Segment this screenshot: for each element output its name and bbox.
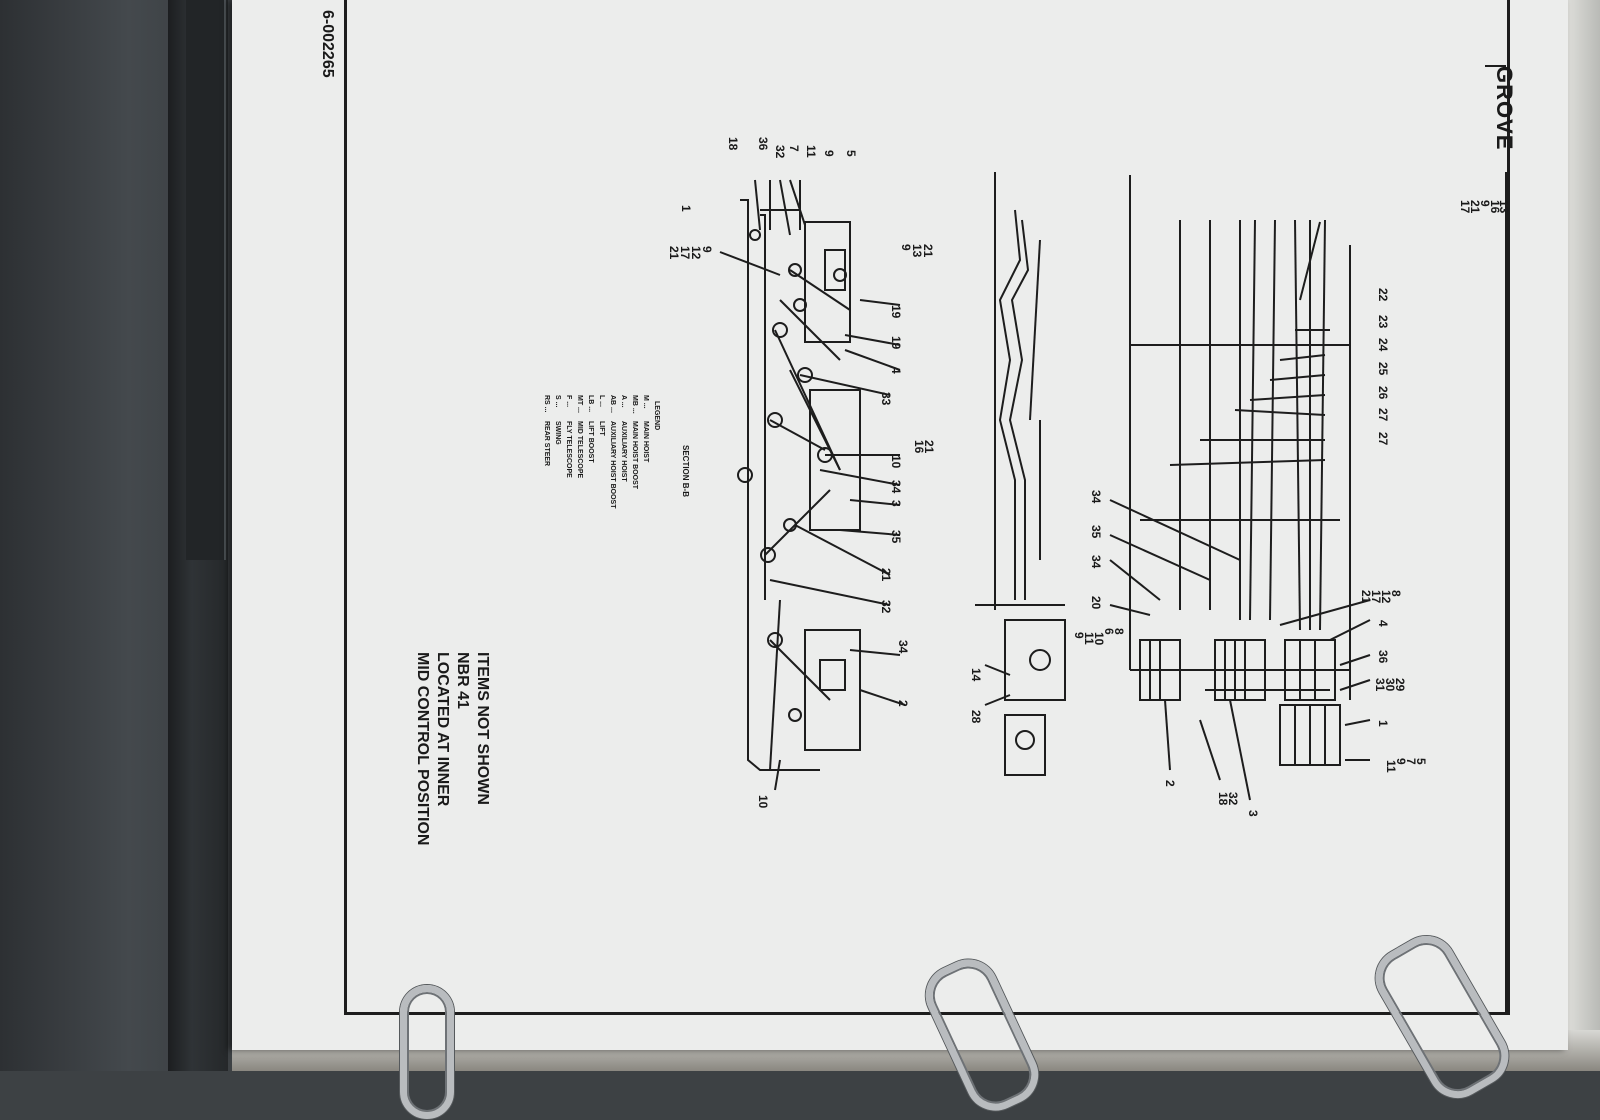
callout-number: 1 (1376, 720, 1390, 727)
legend-label: REAR STEER (543, 421, 550, 467)
section-title: SECTION B-B (681, 445, 690, 497)
callout-number: 36 (1376, 650, 1390, 664)
note-block: ITEMS NOT SHOWN NBR 41 LOCATED AT INNER … (412, 652, 492, 845)
callout-number: 22 (1376, 288, 1390, 302)
callout-number: 3 (1246, 810, 1260, 817)
callout-number: 9 (899, 244, 913, 251)
legend-entry: LB ... LIFT BOOST (583, 395, 594, 509)
callout-number: 18 (726, 137, 740, 151)
callout-number: 19 (889, 305, 903, 319)
callout-number: 34 (1089, 490, 1103, 504)
callout-number: 33 (879, 392, 893, 406)
note-line: MID CONTROL POSITION (414, 652, 431, 846)
callout-number: 21 (1359, 590, 1373, 604)
legend-entry: MB ... MAIN HOIST BOOST (627, 395, 638, 509)
legend-label: FLY TELESCOPE (565, 421, 572, 478)
legend-code: LB ... (587, 395, 594, 413)
callout-number: 7 (787, 145, 801, 152)
callout-number: 16 (912, 440, 926, 454)
callout-number: 10 (889, 455, 903, 469)
legend-label: AUXILIARY HOIST BOOST (609, 421, 616, 509)
callout-number: 21 (667, 246, 681, 260)
legend-entry: L ... LIFT (594, 395, 605, 509)
callout-number: 3 (889, 500, 903, 507)
legend-label: LIFT (598, 421, 605, 436)
callout-number: 28 (969, 710, 983, 724)
legend-entry: F ... FLY TELESCOPE (561, 395, 572, 509)
callout-number: 5 (844, 150, 858, 157)
callout-number: 9 (822, 150, 836, 157)
callout-number: 34 (889, 480, 903, 494)
callout-number: 1 (679, 205, 693, 212)
note-line: LOCATED AT INNER (434, 652, 451, 807)
callout-number: 2 (1163, 780, 1177, 787)
binder-spine-flap (186, 0, 226, 560)
legend-entry: M ... MAIN HOIST (638, 395, 649, 509)
callout-number: 11 (1384, 760, 1398, 773)
binder-ring (400, 985, 454, 1119)
callout-number: 31 (1373, 678, 1387, 692)
legend-code: MB ... (631, 395, 638, 414)
callout-number: 27 (1376, 432, 1390, 446)
callout-number: 24 (1376, 338, 1390, 352)
callout-number: 32 (1226, 792, 1240, 806)
legend-label: AUXILIARY HOIST (620, 421, 627, 482)
callout-number: 2 (896, 700, 910, 707)
drawing-frame (344, 0, 1510, 1015)
legend-label: SWING (554, 421, 561, 445)
legend-code: RS ... (543, 395, 550, 413)
manual-page (232, 0, 1568, 1050)
legend-code: F ... (565, 395, 572, 408)
note-line: ITEMS NOT SHOWN (474, 652, 491, 805)
legend-code: M ... (642, 395, 649, 409)
section-bb-drawing (719, 179, 906, 791)
callout-number: 9 (1072, 632, 1086, 639)
callout-number: 20 (1089, 596, 1103, 610)
legend-label: MID TELESCOPE (576, 421, 583, 479)
legend: LEGEND M ... MAIN HOIST MB ... MAIN HOIST B… (539, 395, 660, 509)
legend-code: A ... (620, 395, 627, 408)
legend-label: MAIN HOIST BOOST (631, 421, 638, 490)
hydraulic-control-diagram (719, 65, 1507, 1012)
callout-number: 4 (1376, 620, 1390, 627)
linkage-elevation-drawing (975, 172, 1066, 776)
legend-code: MT ... (576, 395, 583, 413)
legend-code: AB ... (609, 395, 616, 413)
callout-number: 19 (889, 336, 903, 350)
callout-number: 11 (804, 145, 818, 158)
legend-entry: MT ... MID TELESCOPE (572, 395, 583, 509)
callout-number: 32 (879, 600, 893, 614)
note-line: NBR 41 (454, 652, 471, 709)
callout-number: 36 (756, 137, 770, 151)
callout-number: 10 (756, 795, 770, 809)
callout-number: 21 (879, 568, 893, 582)
callout-number: 23 (1376, 315, 1390, 329)
callout-number: 34 (1089, 555, 1103, 569)
control-valve-plan-drawing (1109, 175, 1371, 801)
legend-label: LIFT BOOST (587, 421, 594, 463)
callout-number: 17 (1458, 200, 1472, 214)
callout-number: 14 (969, 668, 983, 682)
legend-entry: RS ... REAR STEER (539, 395, 550, 509)
callout-number: 4 (889, 367, 903, 374)
callout-number: 35 (889, 530, 903, 544)
legend-entry: A ... AUXILIARY HOIST (616, 395, 627, 509)
legend-code: L ... (598, 395, 605, 407)
callout-number: 34 (896, 640, 910, 654)
callout-number: 26 (1376, 386, 1390, 400)
callout-number: 27 (1376, 408, 1390, 422)
callout-number: 25 (1376, 362, 1390, 376)
legend-label: MAIN HOIST (642, 421, 649, 463)
callout-number: 35 (1089, 525, 1103, 539)
legend-code: S ... (554, 395, 561, 408)
callout-number: 32 (773, 145, 787, 159)
legend-entry: AB ... AUXILIARY HOIST BOOST (605, 395, 616, 509)
legend-title: LEGEND (653, 401, 660, 431)
legend-entry: S ... SWING (550, 395, 561, 509)
